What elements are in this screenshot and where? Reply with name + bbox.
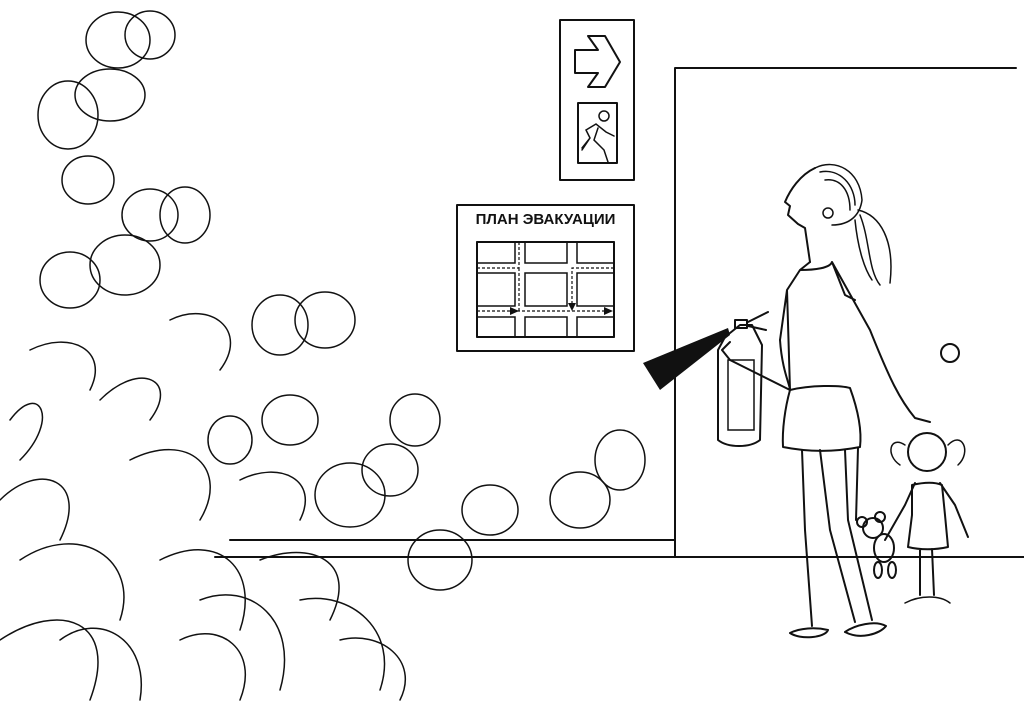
door bbox=[674, 67, 1017, 558]
woman-skirt bbox=[781, 384, 862, 452]
plan-map bbox=[476, 241, 615, 338]
teddy-bear bbox=[856, 511, 897, 579]
woman bbox=[721, 163, 931, 639]
girl bbox=[884, 432, 969, 604]
door-knob bbox=[940, 343, 960, 363]
fire-smoke bbox=[0, 10, 646, 701]
woman-shoes bbox=[789, 622, 887, 639]
emergency-exit-icon bbox=[577, 102, 618, 164]
arrow-right-icon bbox=[574, 35, 621, 88]
evacuation-plan bbox=[456, 204, 635, 352]
woman-head bbox=[784, 167, 816, 263]
woman-hair bbox=[814, 163, 892, 286]
woman-body bbox=[779, 261, 931, 423]
fire-extinguisher bbox=[643, 311, 769, 447]
exit-sign bbox=[559, 19, 635, 181]
woman-arm bbox=[721, 339, 791, 391]
extinguisher-hose bbox=[643, 328, 730, 390]
woman-legs bbox=[801, 447, 873, 627]
room bbox=[214, 67, 1024, 558]
plan-title: ПЛАН ЭВАКУАЦИИ bbox=[475, 211, 616, 228]
